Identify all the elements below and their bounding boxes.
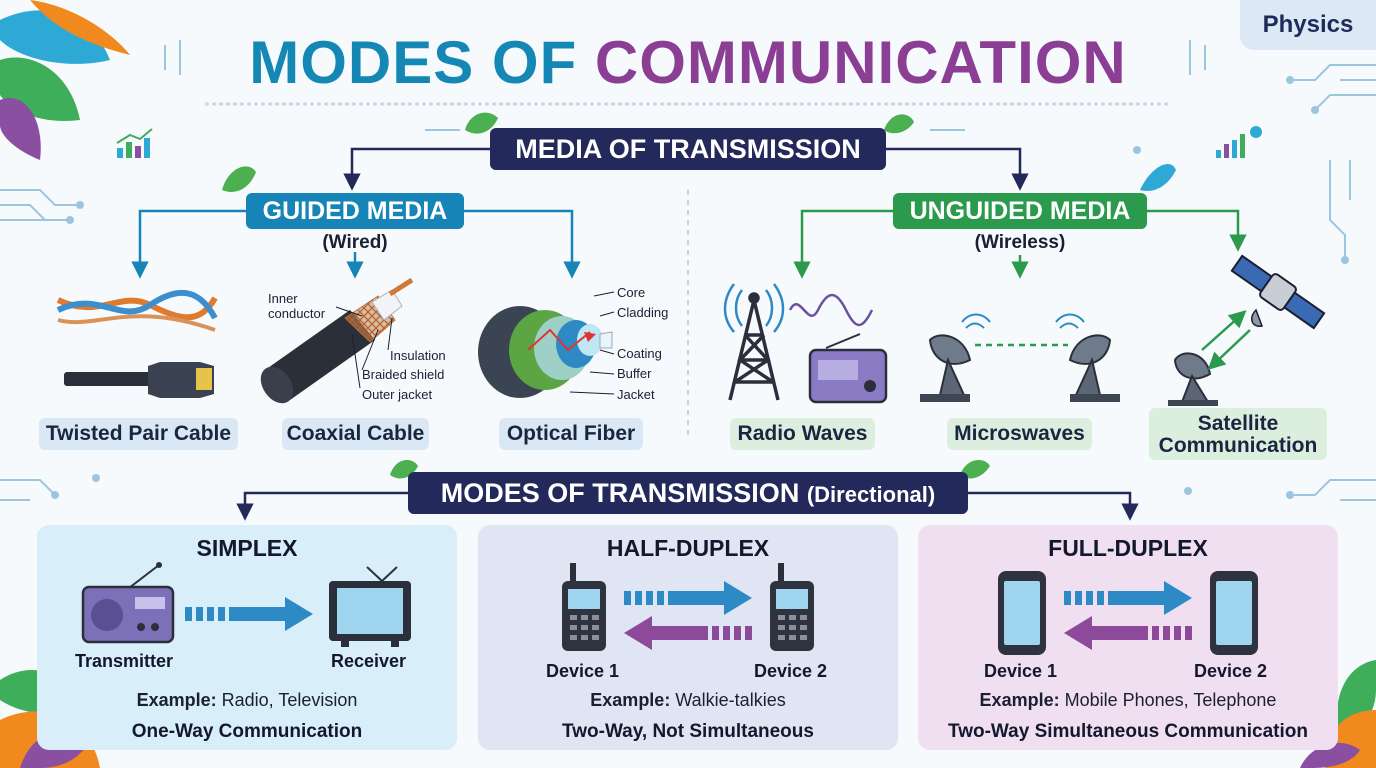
simplex-title: SIMPLEX	[196, 535, 298, 561]
label-coaxial: Coaxial Cable	[282, 418, 429, 450]
chart-icon	[116, 128, 153, 158]
simplex-example: Example: Radio, Television	[136, 690, 358, 710]
media-of-transmission-heading: MEDIA OF TRANSMISSION	[490, 128, 886, 170]
coaxial-cable-illustration	[260, 277, 414, 404]
coax-part-inner-conductor: Inner conductor	[268, 291, 326, 321]
label-optical-fiber: Optical Fiber	[499, 418, 643, 450]
fiber-part-jacket: Jacket	[617, 387, 655, 402]
full-duplex-note: Two-Way Simultaneous Communication	[948, 721, 1308, 742]
half-duplex-example: Example: Walkie-talkies	[590, 690, 786, 710]
fiber-part-buffer: Buffer	[617, 366, 652, 381]
leaf-decoration-bottom-right	[1300, 660, 1376, 768]
page-title: MODES OF COMMUNICATION	[249, 29, 1127, 96]
wave-icon	[788, 293, 874, 327]
connector-to-full-duplex	[968, 491, 1139, 521]
guided-branches	[131, 209, 581, 279]
full-duplex-panel: FULL-DUPLEX Device 1 Device 2 Example: M…	[918, 525, 1338, 750]
circuit-nodes	[51, 76, 1349, 499]
label-microwaves: Microswaves	[947, 418, 1092, 450]
half-duplex-graphic	[562, 563, 814, 651]
label-radio-waves: Radio Waves	[730, 418, 875, 450]
full-duplex-device-1-label: Device 1	[984, 661, 1058, 681]
leaf-decoration-top-left	[0, 0, 130, 160]
full-duplex-example: Example: Mobile Phones, Telephone	[979, 690, 1277, 710]
subject-badge: Physics	[1240, 0, 1376, 50]
half-duplex-panel: HALF-DUPLEX Device 1 Device 2 Example: W…	[478, 525, 898, 750]
coax-part-insulation: Insulation	[390, 348, 446, 363]
simplex-receiver-label: Receiver	[331, 651, 407, 671]
simplex-panel: SIMPLEX Transmitter Receiver Example: Ra…	[37, 525, 457, 750]
radio-receiver-illustration	[808, 333, 888, 404]
guided-media-heading: GUIDED MEDIA	[246, 193, 464, 229]
fiber-part-coating: Coating	[617, 346, 662, 361]
guided-media-subtitle: (Wired)	[322, 232, 388, 253]
connector-to-unguided	[886, 147, 1029, 191]
coax-part-braided-shield: Braided shield	[362, 367, 445, 382]
full-duplex-graphic	[998, 571, 1258, 655]
circuit-decoration	[0, 40, 1376, 501]
coax-part-outer-jacket: Outer jacket	[362, 387, 433, 402]
half-duplex-note: Two-Way, Not Simultaneous	[562, 721, 814, 742]
ground-dish-illustration	[1168, 352, 1218, 406]
half-duplex-title: HALF-DUPLEX	[606, 535, 770, 561]
full-duplex-device-2-label: Device 2	[1194, 661, 1268, 681]
radio-tower-illustration	[728, 292, 780, 401]
optical-fiber-illustration	[478, 306, 613, 398]
satellite-link-arrows	[1201, 310, 1251, 371]
modes-of-transmission-heading: MODES OF TRANSMISSION (Directional)	[408, 472, 968, 514]
unguided-branches	[793, 209, 1247, 279]
satellite-illustration	[1230, 254, 1326, 330]
connector-to-simplex	[236, 491, 408, 521]
fiber-part-core: Core	[617, 285, 646, 300]
bar-chart-icon	[1216, 126, 1262, 158]
simplex-graphic	[81, 562, 411, 647]
simplex-transmitter-label: Transmitter	[75, 651, 174, 671]
unguided-media-heading: UNGUIDED MEDIA	[893, 193, 1147, 229]
simplex-note: One-Way Communication	[131, 721, 363, 742]
leaf-accents	[222, 112, 1176, 479]
connector-to-guided	[343, 147, 490, 191]
microwave-dishes-illustration	[920, 313, 1120, 402]
full-duplex-title: FULL-DUPLEX	[1048, 535, 1208, 561]
label-satellite: Satellite Communication	[1149, 408, 1327, 460]
fiber-part-cladding: Cladding	[617, 305, 669, 320]
half-duplex-device-1-label: Device 1	[546, 661, 620, 681]
twisted-pair-illustration	[56, 289, 218, 398]
half-duplex-device-2-label: Device 2	[754, 661, 828, 681]
label-twisted-pair: Twisted Pair Cable	[39, 418, 238, 450]
unguided-media-subtitle: (Wireless)	[974, 232, 1066, 253]
radio-signal-icon	[723, 283, 785, 333]
